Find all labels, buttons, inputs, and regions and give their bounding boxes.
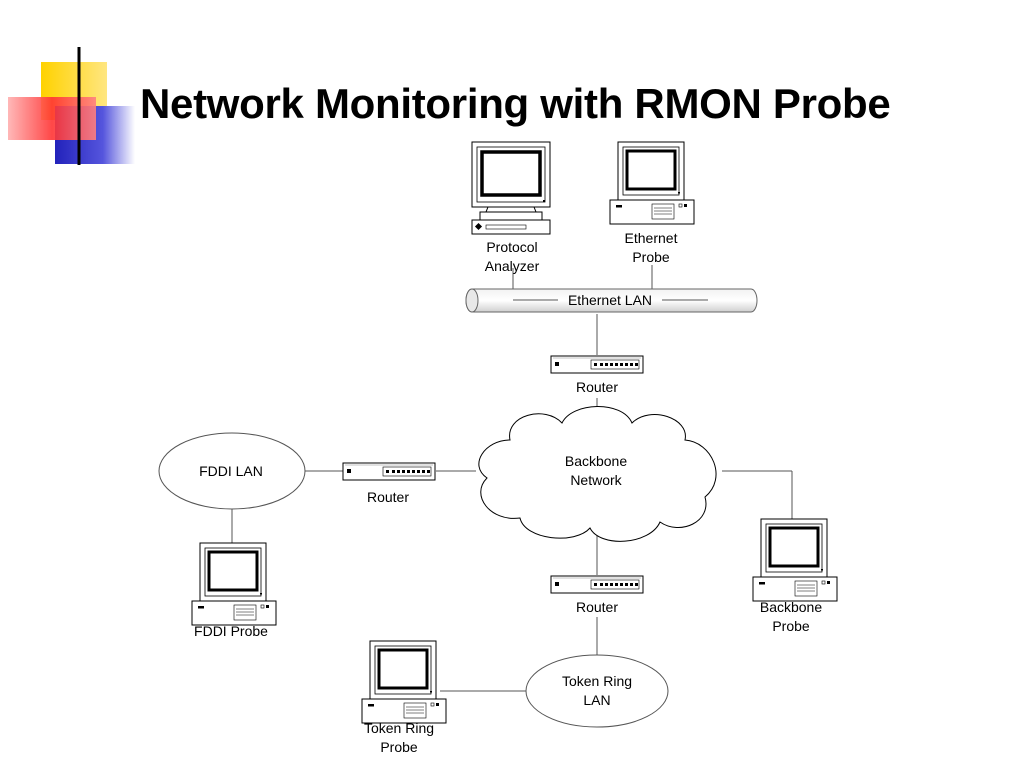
token-ring-lan-label: Token Ring LAN xyxy=(561,673,633,708)
ethernet-lan-pipe xyxy=(465,288,758,313)
backbone-probe-icon xyxy=(751,517,839,603)
backbone-probe-label: Backbone Probe xyxy=(759,599,823,634)
ethernet-probe-icon xyxy=(608,140,696,226)
router-left-label: Router xyxy=(366,489,410,505)
token-ring-probe-label: Token Ring Probe xyxy=(363,720,435,755)
slide-title: Network Monitoring with RMON Probe xyxy=(140,80,891,127)
token-ring-probe-icon xyxy=(360,639,448,725)
ethernet-lan-label: Ethernet LAN xyxy=(567,292,653,308)
router-top-label: Router xyxy=(575,379,619,395)
router-bottom-label: Router xyxy=(575,599,619,615)
router-bottom-icon xyxy=(550,575,644,594)
backbone-network-cloud xyxy=(478,406,717,542)
ethernet-probe-label: Ethernet Probe xyxy=(624,230,678,265)
protocol-analyzer-label: Protocol Analyzer xyxy=(484,239,540,274)
accent-red-square xyxy=(8,97,96,140)
fddi-lan-label: FDDI LAN xyxy=(199,463,263,479)
fddi-probe-label: FDDI Probe xyxy=(194,623,268,639)
fddi-lan-ellipse xyxy=(158,432,306,510)
token-ring-lan-ellipse xyxy=(525,654,669,728)
router-left-icon xyxy=(342,462,436,481)
fddi-probe-icon xyxy=(190,541,278,627)
backbone-network-label: Backbone Network xyxy=(564,453,628,488)
title-decoration xyxy=(8,47,960,165)
protocol-analyzer-icon xyxy=(471,141,551,235)
router-top-icon xyxy=(550,355,644,374)
